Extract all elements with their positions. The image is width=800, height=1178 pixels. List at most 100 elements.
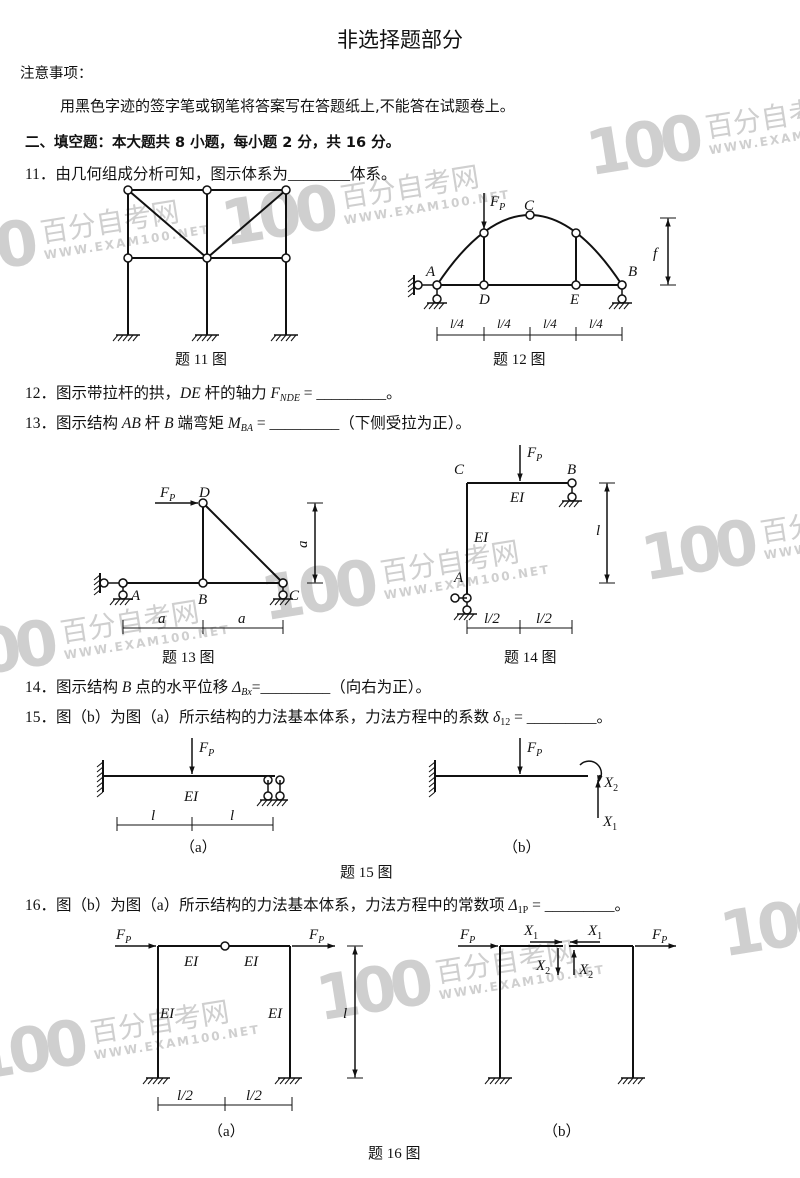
- fig14-dim: l/2: [484, 611, 500, 627]
- question-text-segment: =: [510, 709, 527, 726]
- hatch: [618, 302, 625, 310]
- question-text-segment: B: [121, 679, 132, 696]
- fig15-dim: l: [230, 808, 234, 824]
- hinge-node: [432, 294, 442, 304]
- fig16-caption: 题 16 图: [368, 1145, 421, 1162]
- fig14-label-a: A: [453, 570, 464, 586]
- dimension-l-arrow-head: [352, 947, 358, 955]
- fig16b-x1-label: X1: [523, 923, 538, 942]
- fig16-dim: l/2: [246, 1088, 262, 1104]
- dimension-a-arrow-head: [312, 574, 318, 582]
- hatch: [96, 771, 104, 778]
- hatch: [494, 1077, 501, 1085]
- force-arrow-head: [517, 473, 523, 481]
- fig16b-x2-label: X2: [578, 962, 593, 981]
- fig14-label-l: l: [596, 523, 600, 539]
- question-text-segment: 13．图示结构: [25, 415, 122, 432]
- question-text-segment: 杆的轴力: [200, 385, 271, 402]
- hatch: [284, 598, 291, 606]
- question-text-segment: Bx: [241, 687, 252, 698]
- fig14-label-c: C: [454, 462, 465, 478]
- hatch: [96, 761, 104, 768]
- fig16b-fp-right-label: FP: [651, 927, 667, 946]
- ground-hatch-icon: [453, 613, 477, 621]
- hinge-node: [220, 941, 230, 951]
- ground-hatch-icon: [558, 500, 582, 508]
- hatch: [127, 334, 134, 342]
- fig13-label-a-dim: a: [295, 541, 311, 549]
- ground-hatch-icon: [270, 334, 298, 342]
- force-arrow-head: [490, 943, 498, 949]
- hinge-node: [571, 228, 581, 238]
- fig15b-fp-label: FP: [526, 740, 542, 759]
- hatch: [428, 761, 436, 768]
- force-x1-arrow-head: [570, 939, 578, 945]
- member: [206, 189, 287, 259]
- hatch: [499, 1077, 506, 1085]
- question-text-segment: Δ: [232, 679, 242, 696]
- hinge-node: [275, 791, 285, 801]
- hatch: [112, 334, 119, 342]
- fig12-label-d: D: [478, 292, 490, 308]
- fig14-label-b: B: [567, 462, 576, 478]
- dimension-f-arrow-head: [665, 219, 671, 227]
- ground-hatch-icon: [423, 302, 447, 310]
- fig12-caption: 题 12 图: [493, 351, 546, 368]
- ground-hatch-icon: [269, 598, 293, 606]
- hinge-node: [479, 228, 489, 238]
- answer-blank: _________: [526, 709, 597, 726]
- hinge-node: [202, 185, 212, 195]
- hatch: [433, 302, 440, 310]
- fig13-dim: a: [238, 611, 246, 627]
- hinge-node: [118, 578, 128, 588]
- fig15b-x1-label: X1: [602, 814, 617, 833]
- ground-hatch-icon: [484, 1077, 512, 1085]
- fig16a-label-l: l: [343, 1006, 347, 1022]
- fig15-dim: l: [151, 808, 155, 824]
- wall-hatch-icon: [428, 760, 436, 798]
- hinge-node: [617, 294, 627, 304]
- hatch: [93, 584, 101, 591]
- force-arrow-head: [148, 943, 156, 949]
- hatch: [211, 334, 218, 342]
- hatch: [256, 799, 263, 807]
- hatch: [407, 281, 415, 288]
- hatch: [484, 1077, 491, 1085]
- hatch: [613, 302, 620, 310]
- hatch: [428, 791, 436, 798]
- hatch: [627, 1077, 634, 1085]
- hatch: [573, 500, 580, 508]
- dimension-f-arrow-head: [665, 276, 671, 284]
- hatch: [266, 799, 273, 807]
- fig16b-x2-label: X2: [535, 958, 550, 977]
- ground-hatch-icon: [617, 1077, 645, 1085]
- hatch: [568, 500, 575, 508]
- force-x1-arrow-head: [554, 939, 562, 945]
- question-text-segment: M: [227, 415, 241, 432]
- fig12-label-c: C: [524, 198, 535, 214]
- hatch: [142, 1077, 149, 1085]
- hatch: [96, 786, 104, 793]
- fig16a-fp-left-label: FP: [115, 927, 131, 946]
- question-text-segment: F: [270, 385, 280, 402]
- dimension-a-arrow-head: [312, 504, 318, 512]
- question-text-segment: （下侧受拉为正）。: [339, 415, 471, 432]
- hatch: [96, 776, 104, 783]
- ground-hatch-icon: [191, 334, 219, 342]
- hatch: [122, 334, 129, 342]
- question-text-segment: 12．图示带拉杆的拱，: [25, 385, 181, 402]
- wall-hatch-icon: [93, 573, 101, 596]
- question-text-segment: Δ: [508, 897, 518, 914]
- question-text-segment: DE: [180, 385, 201, 402]
- dimension-l-arrow-head: [604, 484, 610, 492]
- hatch: [191, 334, 198, 342]
- dimension-l-arrow-head: [604, 574, 610, 582]
- hinge-node: [413, 280, 423, 290]
- hatch: [96, 791, 104, 798]
- hatch: [504, 1077, 511, 1085]
- hatch: [617, 1077, 624, 1085]
- hinge-node: [202, 253, 212, 263]
- hatch: [270, 334, 277, 342]
- hatch: [196, 334, 203, 342]
- fig16a-ei: EI: [243, 954, 259, 970]
